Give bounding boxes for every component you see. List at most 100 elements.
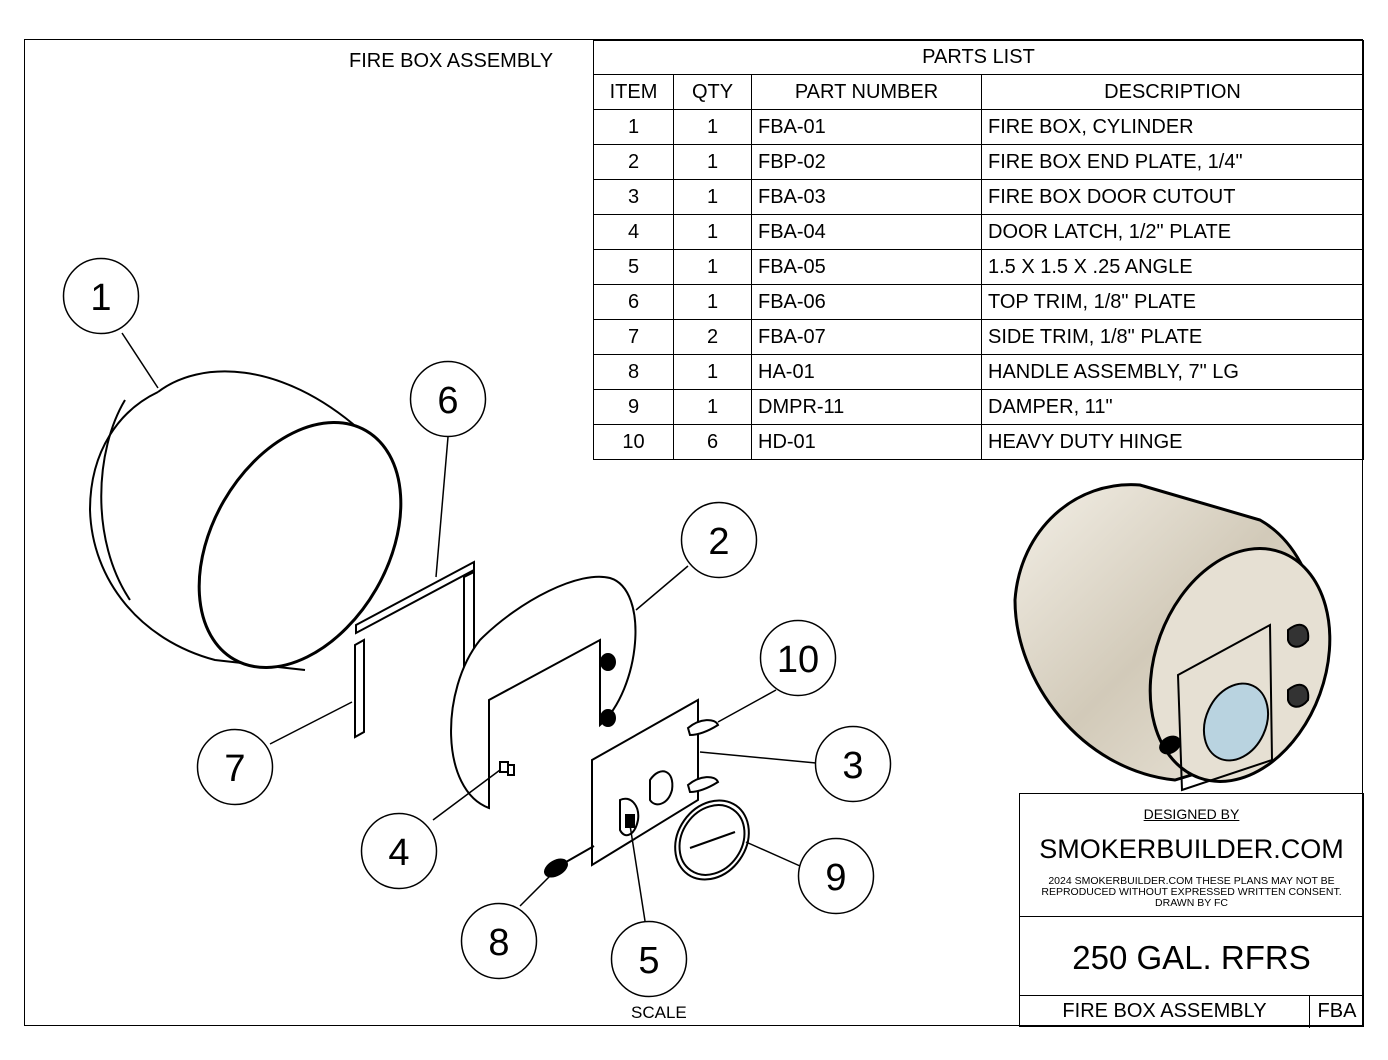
svg-text:5: 5 (638, 940, 659, 982)
cell-item: 8 (593, 354, 674, 390)
cell-qty: 2 (673, 319, 752, 355)
cell-qty: 1 (673, 144, 752, 180)
part-9-damper (674, 799, 750, 881)
svg-text:7: 7 (224, 748, 245, 790)
drawing-sheet (24, 39, 1363, 1026)
cell-part-number: FBA-04 (751, 214, 982, 250)
cell-part-number: HA-01 (751, 354, 982, 390)
part-1-cylinder (88, 370, 403, 671)
svg-text:3: 3 (842, 745, 863, 787)
svg-text:10: 10 (777, 639, 819, 681)
header-qty: QTY (673, 74, 752, 110)
cell-qty: 1 (673, 109, 752, 145)
shaded-isometric-view (1013, 483, 1332, 792)
part-2-end-plate (450, 575, 637, 810)
header-description: DESCRIPTION (981, 74, 1364, 110)
cell-part-number: FBA-06 (751, 284, 982, 320)
cell-description: HEAVY DUTY HINGE (981, 424, 1364, 460)
parts-list-table: PARTS LIST ITEM QTY PART NUMBER DESCRIPT… (593, 40, 1364, 460)
cell-qty: 1 (673, 354, 752, 390)
leader-lines (121, 332, 817, 922)
svg-text:2: 2 (708, 521, 729, 563)
title-block-divider (1309, 995, 1310, 1028)
cell-description: SIDE TRIM, 1/8" PLATE (981, 319, 1364, 355)
balloon-6: 6 (409, 360, 487, 438)
balloon-4: 4 (360, 812, 438, 890)
cell-part-number: FBP-02 (751, 144, 982, 180)
cell-item: 1 (593, 109, 674, 145)
cell-qty: 1 (673, 249, 752, 285)
balloon-2: 2 (680, 501, 758, 579)
balloon-1: 1 (62, 257, 140, 335)
balloon-7: 7 (196, 728, 274, 806)
cell-description: FIRE BOX END PLATE, 1/4" (981, 144, 1364, 180)
part-7-side-trim (354, 638, 365, 739)
cell-qty: 1 (673, 179, 752, 215)
svg-text:1: 1 (90, 277, 111, 319)
cell-description: TOP TRIM, 1/8" PLATE (981, 284, 1364, 320)
title-block: DESIGNED BY SMOKERBUILDER.COM 2024 SMOKE… (1019, 793, 1364, 1028)
sheet-name: FIRE BOX ASSEMBLY (1062, 1000, 1267, 1022)
title-block-designer-section (1020, 794, 1363, 917)
cell-part-number: FBA-01 (751, 109, 982, 145)
scale-label: SCALE (631, 1003, 687, 1022)
balloon-9: 9 (797, 837, 875, 915)
cell-description: HANDLE ASSEMBLY, 7" LG (981, 354, 1364, 390)
cell-description: 1.5 X 1.5 X .25 ANGLE (981, 249, 1364, 285)
cell-qty: 6 (673, 424, 752, 460)
cell-part-number: FBA-07 (751, 319, 982, 355)
company-name: SMOKERBUILDER.COM (1039, 834, 1344, 864)
svg-text:6: 6 (437, 380, 458, 422)
cell-item: 9 (593, 389, 674, 425)
drawing-name: 250 GAL. RFRS (1072, 939, 1311, 976)
designed-by-label: DESIGNED BY (1143, 806, 1240, 822)
cell-description: FIRE BOX DOOR CUTOUT (981, 179, 1364, 215)
parts-list-caption: PARTS LIST (593, 40, 1364, 75)
balloon-3: 3 (814, 725, 892, 803)
parts-list-header-row: ITEM QTY PART NUMBER DESCRIPTION (593, 74, 1364, 110)
balloon-10: 10 (759, 619, 837, 697)
cell-description: FIRE BOX, CYLINDER (981, 109, 1364, 145)
cell-part-number: HD-01 (751, 424, 982, 460)
drawing-title: FIRE BOX ASSEMBLY (349, 50, 554, 72)
copyright-notice: 2024 SMOKERBUILDER.COM THESE PLANS MAY N… (1041, 875, 1342, 909)
part-8-handle (544, 845, 595, 878)
cell-item: 3 (593, 179, 674, 215)
cell-item: 2 (593, 144, 674, 180)
cell-qty: 1 (673, 214, 752, 250)
cell-item: 10 (593, 424, 674, 460)
sheet-code: FBA (1317, 1000, 1357, 1022)
cell-qty: 1 (673, 284, 752, 320)
balloon-5: 5 (610, 920, 688, 998)
svg-text:8: 8 (488, 922, 509, 964)
item-balloons: 1 6 2 10 3 7 4 9 8 5 (62, 257, 892, 998)
balloon-8: 8 (460, 902, 538, 980)
cell-description: DAMPER, 11" (981, 389, 1364, 425)
cell-item: 4 (593, 214, 674, 250)
cell-part-number: FBA-03 (751, 179, 982, 215)
header-item: ITEM (593, 74, 674, 110)
cell-item: 5 (593, 249, 674, 285)
cell-item: 7 (593, 319, 674, 355)
cell-qty: 1 (673, 389, 752, 425)
cell-item: 6 (593, 284, 674, 320)
svg-text:4: 4 (388, 832, 409, 874)
part-3-door-cutout (591, 698, 720, 867)
cell-part-number: FBA-05 (751, 249, 982, 285)
cell-description: DOOR LATCH, 1/2" PLATE (981, 214, 1364, 250)
title-block-title-section (1020, 916, 1363, 996)
header-part-number: PART NUMBER (751, 74, 982, 110)
svg-text:9: 9 (825, 857, 846, 899)
cell-part-number: DMPR-11 (751, 389, 982, 425)
